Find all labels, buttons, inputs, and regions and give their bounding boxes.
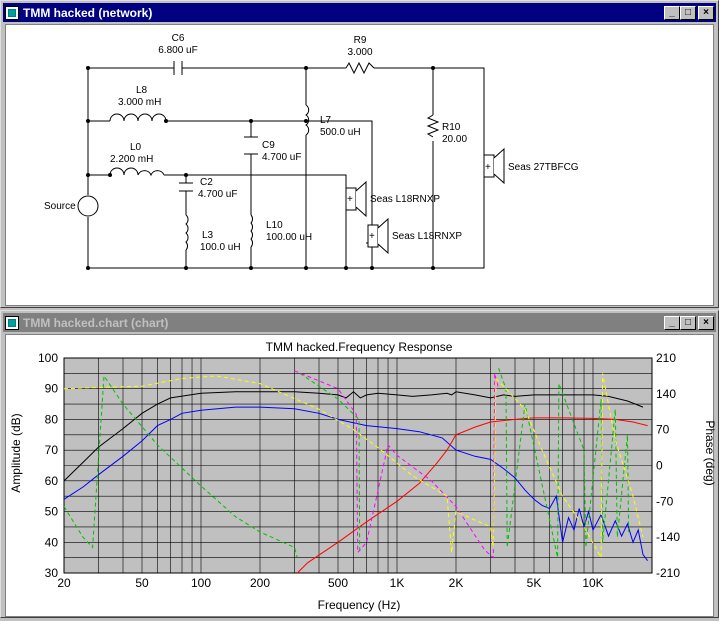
series-line-1 bbox=[63, 406, 648, 562]
woofer1-label: Seas L18RNXP bbox=[370, 194, 440, 205]
x-tick-label: 5K bbox=[527, 576, 542, 590]
series-line-4 bbox=[299, 372, 361, 553]
c9-value: 4.700 uF bbox=[262, 152, 301, 163]
schematic-wires bbox=[87, 67, 490, 269]
y2-tick-label: -140 bbox=[656, 530, 680, 544]
c6-capacitor[interactable] bbox=[173, 61, 183, 75]
source-label: Source bbox=[44, 201, 76, 212]
r9-label: R9 bbox=[354, 35, 367, 46]
series-line-3 bbox=[63, 374, 298, 558]
tweeter-label: Seas 27TBFCG bbox=[508, 162, 579, 173]
c2-label: C2 bbox=[200, 177, 213, 188]
network-window-title: TMM hacked (network) bbox=[23, 5, 153, 20]
c9-capacitor[interactable] bbox=[244, 136, 258, 155]
c6-value: 6.800 uF bbox=[158, 45, 197, 56]
close-button[interactable]: × bbox=[698, 5, 714, 20]
series-line-2 bbox=[296, 417, 648, 574]
l10-inductor[interactable] bbox=[250, 214, 253, 248]
x-tick-label: 1K bbox=[390, 576, 405, 590]
woofer2-speaker[interactable] bbox=[367, 217, 389, 255]
series-line-7 bbox=[63, 373, 644, 560]
l7-value: 500.0 uH bbox=[320, 127, 361, 138]
l3-value: 100.0 uH bbox=[200, 242, 241, 253]
l3-inductor[interactable] bbox=[185, 214, 189, 251]
l7-inductor[interactable] bbox=[305, 104, 310, 136]
y-tick-label: 30 bbox=[45, 566, 59, 580]
x-axis-label: Frequency (Hz) bbox=[318, 598, 401, 612]
y2-tick-label: 210 bbox=[656, 351, 676, 365]
y2-tick-label: -70 bbox=[656, 494, 674, 508]
c6-label: C6 bbox=[172, 33, 185, 44]
close-button[interactable]: × bbox=[698, 315, 714, 330]
r9-resistor[interactable] bbox=[345, 61, 375, 75]
x-tick-label: 2K bbox=[449, 576, 464, 590]
chart-window: TMM hacked.chart (chart) _ □ × TMM hacke… bbox=[0, 310, 719, 618]
l7-label: L7 bbox=[320, 115, 332, 126]
l0-inductor[interactable] bbox=[109, 167, 165, 177]
schematic-canvas[interactable]: C6 6.800 uF R9 3.000 L8 3.000 mH L7 500.… bbox=[5, 24, 714, 306]
c2-capacitor[interactable] bbox=[179, 182, 193, 192]
x-tick-label: 20 bbox=[57, 576, 71, 590]
l8-value: 3.000 mH bbox=[118, 97, 161, 108]
y2-tick-label: -210 bbox=[656, 566, 680, 580]
l10-value: 100.00 uH bbox=[266, 232, 312, 243]
y2-tick-label: 70 bbox=[656, 423, 670, 437]
y-tick-label: 60 bbox=[45, 474, 59, 488]
series-line-5 bbox=[498, 368, 630, 558]
chart-area[interactable]: TMM hacked.Frequency Response Frequency … bbox=[5, 334, 717, 617]
y-tick-label: 50 bbox=[45, 505, 59, 519]
app-icon[interactable] bbox=[5, 5, 19, 20]
tweeter-plus: + bbox=[485, 162, 491, 173]
y2-tick-label: 140 bbox=[656, 387, 676, 401]
l3-label: L3 bbox=[202, 230, 214, 241]
l0-label: L0 bbox=[130, 142, 142, 153]
x-tick-label: 500 bbox=[328, 576, 348, 590]
l8-label: L8 bbox=[136, 85, 148, 96]
minimize-button[interactable]: _ bbox=[664, 5, 680, 20]
chart-title: TMM hacked.Frequency Response bbox=[266, 340, 453, 354]
l8-inductor[interactable] bbox=[109, 113, 167, 122]
junction-dots bbox=[86, 66, 435, 270]
c2-value: 4.700 uF bbox=[198, 189, 237, 200]
source-symbol[interactable] bbox=[77, 195, 99, 217]
y-tick-label: 40 bbox=[45, 535, 59, 549]
woofer2-label: Seas L18RNXP bbox=[392, 231, 462, 242]
x-tick-label: 100 bbox=[191, 576, 211, 590]
x-tick-label: 10K bbox=[582, 576, 603, 590]
frequency-response-chart: TMM hacked.Frequency Response Frequency … bbox=[9, 340, 717, 612]
chart-titlebar[interactable]: TMM hacked.chart (chart) _ □ × bbox=[3, 313, 716, 332]
woofer1-speaker[interactable] bbox=[345, 180, 367, 218]
y2-axis-label: Phase (deg) bbox=[703, 420, 715, 485]
woofer2-plus: + bbox=[369, 231, 375, 242]
app-icon[interactable] bbox=[5, 315, 19, 330]
y-tick-label: 80 bbox=[45, 412, 59, 426]
r10-resistor[interactable] bbox=[426, 114, 440, 138]
l10-label: L10 bbox=[266, 220, 283, 231]
x-tick-label: 50 bbox=[135, 576, 149, 590]
y-axis-label: Amplitude (dB) bbox=[9, 413, 23, 492]
y-tick-label: 100 bbox=[38, 351, 58, 365]
maximize-button[interactable]: □ bbox=[680, 5, 696, 20]
x-tick-label: 200 bbox=[250, 576, 270, 590]
r10-label: R10 bbox=[442, 122, 461, 133]
l0-value: 2.200 mH bbox=[110, 154, 153, 165]
series-line-0 bbox=[63, 391, 644, 482]
r10-value: 20.00 bbox=[442, 134, 467, 145]
y-tick-label: 70 bbox=[45, 443, 59, 457]
y2-tick-label: 0 bbox=[656, 459, 663, 473]
r9-value: 3.000 bbox=[347, 47, 372, 58]
tweeter-speaker[interactable] bbox=[483, 147, 505, 185]
network-window: TMM hacked (network) _ □ × bbox=[0, 0, 719, 308]
c9-label: C9 bbox=[262, 140, 275, 151]
network-titlebar[interactable]: TMM hacked (network) _ □ × bbox=[3, 3, 716, 22]
maximize-button[interactable]: □ bbox=[680, 315, 696, 330]
minimize-button[interactable]: _ bbox=[664, 315, 680, 330]
y-tick-label: 90 bbox=[45, 382, 59, 396]
series-line-6 bbox=[294, 370, 500, 559]
chart-window-title: TMM hacked.chart (chart) bbox=[23, 315, 169, 330]
woofer1-plus: + bbox=[347, 194, 353, 205]
